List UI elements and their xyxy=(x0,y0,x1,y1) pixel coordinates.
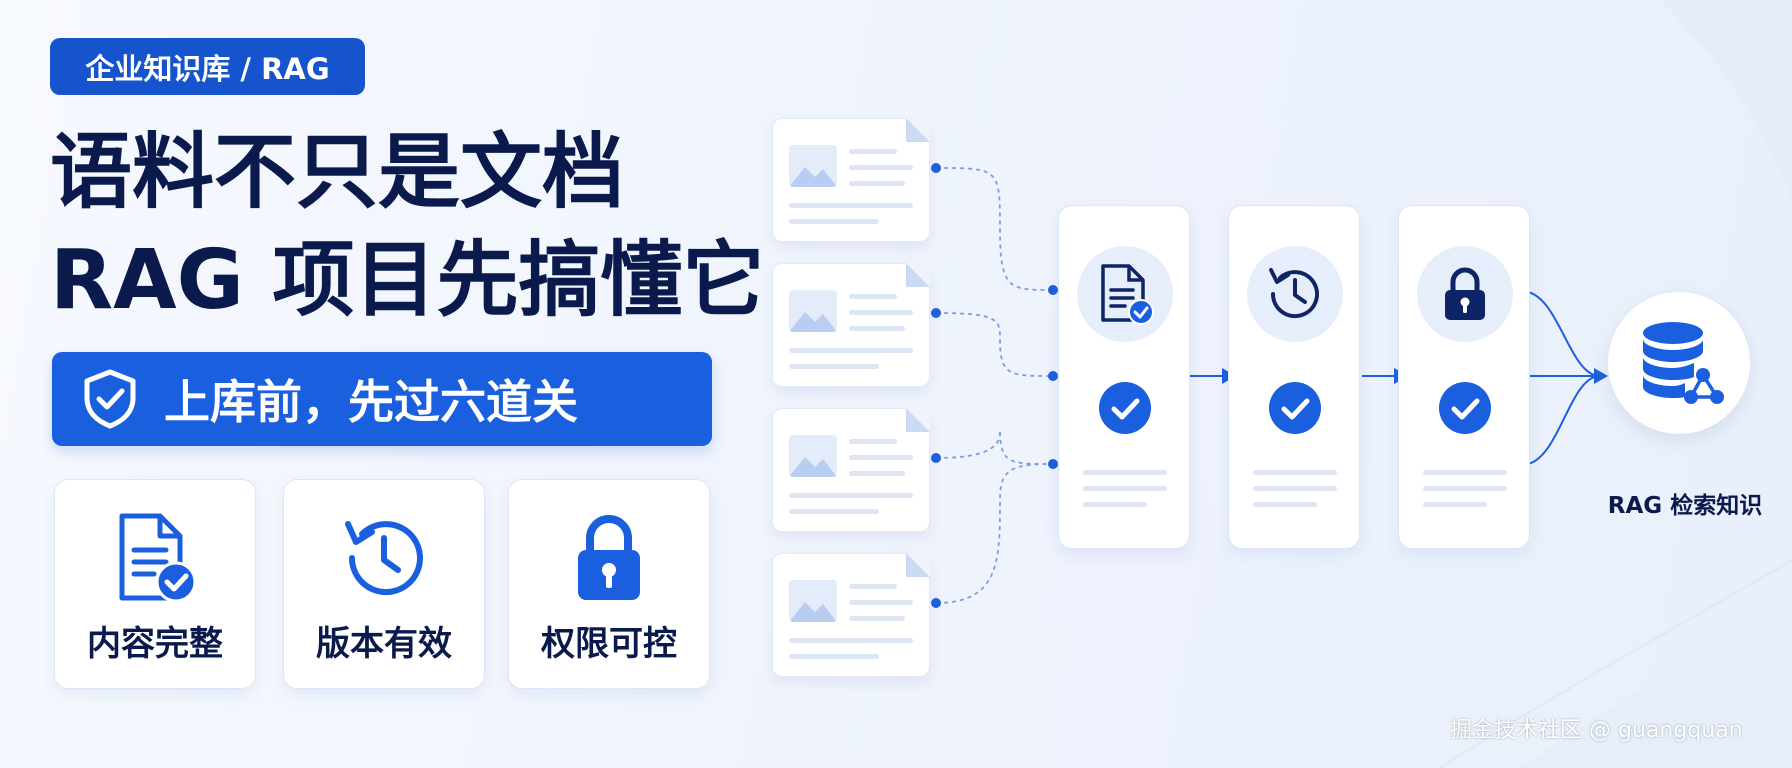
step-card-version-check xyxy=(1228,205,1360,549)
headline-line-2: RAG 项目先搞懂它 xyxy=(50,233,765,328)
step-card-permission-check xyxy=(1398,205,1530,549)
step-card-content-check xyxy=(1058,205,1190,549)
database-graph-icon xyxy=(1643,322,1724,404)
source-document-4 xyxy=(772,553,930,677)
page-fold-icon xyxy=(906,553,930,577)
connector-dot xyxy=(1048,459,1058,469)
lock-icon xyxy=(1445,267,1485,320)
checkpoint-banner: 上库前，先过六道关 xyxy=(52,352,712,446)
feature-label: 权限可控 xyxy=(541,624,677,664)
knowledge-database xyxy=(1608,292,1750,434)
lock-icon xyxy=(578,515,640,600)
image-placeholder-icon xyxy=(789,435,837,477)
source-document-3 xyxy=(772,408,930,532)
check-circle-icon xyxy=(1269,382,1321,434)
connector-dot xyxy=(931,308,941,318)
category-tag-text: 企业知识库 / RAG xyxy=(85,51,330,86)
feature-card-permission-control: 权限可控 xyxy=(508,479,710,689)
image-placeholder-icon xyxy=(789,580,837,622)
connector-dot xyxy=(1048,371,1058,381)
history-clock-icon xyxy=(345,521,423,596)
target-label: RAG 检索知识 xyxy=(1607,493,1763,519)
connector-dot xyxy=(931,163,941,173)
source-document-1 xyxy=(772,118,930,242)
connector-dot xyxy=(931,453,941,463)
history-clock-icon xyxy=(1269,268,1319,319)
category-tag: 企业知识库 / RAG xyxy=(50,38,365,95)
document-check-icon xyxy=(119,513,197,603)
check-circle-icon xyxy=(1099,382,1151,434)
check-circle-icon xyxy=(1439,382,1491,434)
document-check-icon xyxy=(1101,264,1154,325)
image-placeholder-icon xyxy=(789,290,837,332)
page-fold-icon xyxy=(906,408,930,432)
watermark: 掘金技术社区 @ guangquan xyxy=(1450,718,1743,743)
feature-card-content-complete: 内容完整 xyxy=(54,479,256,689)
shield-check-icon xyxy=(84,369,136,429)
feature-label: 版本有效 xyxy=(316,624,452,664)
page-fold-icon xyxy=(906,263,930,287)
connector-dot xyxy=(1048,285,1058,295)
feature-label: 内容完整 xyxy=(87,624,223,664)
feature-card-version-valid: 版本有效 xyxy=(283,479,485,689)
image-placeholder-icon xyxy=(789,145,837,187)
connector-dot xyxy=(931,598,941,608)
source-document-2 xyxy=(772,263,930,387)
banner-text: 上库前，先过六道关 xyxy=(164,375,578,429)
page-fold-icon xyxy=(906,118,930,142)
headline-line-1: 语料不只是文档 xyxy=(50,125,625,220)
